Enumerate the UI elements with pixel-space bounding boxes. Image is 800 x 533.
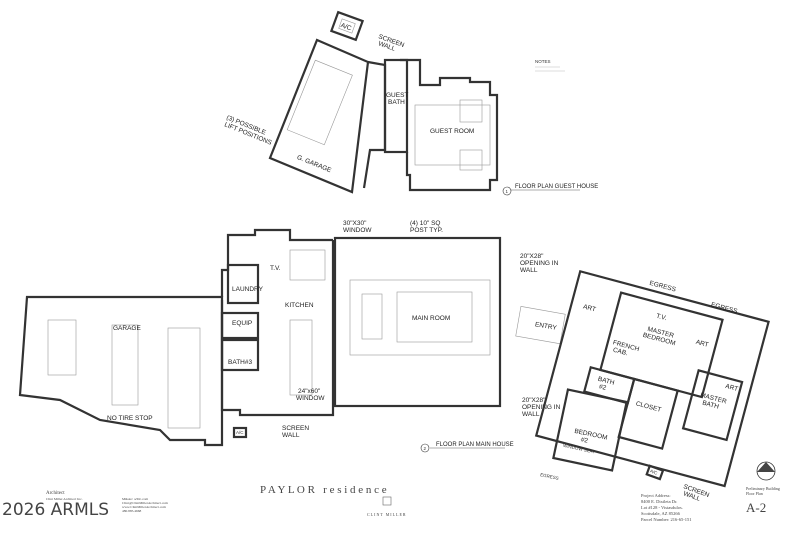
logo-icon <box>382 496 392 506</box>
main-plan-number: 2 <box>424 446 427 451</box>
project-address: 8400 E. Dixileta Dr. <box>641 499 677 504</box>
main-plan-title: FLOOR PLAN MAIN HOUSE <box>436 442 514 448</box>
title-block: P A Y L O R r e s i d e n c e Architect … <box>2 461 780 522</box>
tv2-label: T.V. <box>655 313 667 323</box>
opening-top-label: 20"X28" <box>520 253 544 260</box>
bedroom2-label: BEDROOM <box>574 428 608 442</box>
bath2-label: BATH <box>597 376 615 387</box>
closet-label: CLOSET <box>635 400 662 414</box>
car-3 <box>167 327 201 429</box>
guest-bath-label-2: BATH <box>388 99 405 106</box>
watermark: 2026 ARMLS <box>2 500 109 520</box>
main-house-plan: GARAGE NO TIRE STOP LAUNDRY EQUIP BATH#3… <box>18 220 770 503</box>
post-note-label-2: POST TYP. <box>410 227 443 234</box>
art-label-2: ART <box>695 339 709 349</box>
contact-line: M&Arc a/Mc.com <box>122 497 148 501</box>
ac2-label: A/C <box>649 468 658 476</box>
laundry-walls <box>226 263 260 305</box>
main-room-walls <box>333 236 502 408</box>
logo-text: CLINT MILLER <box>367 512 407 517</box>
sheet-title-2: Floor Plan <box>746 491 763 496</box>
project-address: Project Address: <box>641 493 671 498</box>
opening-top-label-3: WALL <box>520 267 538 274</box>
guest-plan-number: 1 <box>506 189 509 194</box>
north-arrow-fill <box>757 462 775 472</box>
opening-bottom-label-2: OPENING IN <box>522 404 561 411</box>
post-note-label: (4) 10" SQ <box>410 220 441 227</box>
garage-walls <box>18 295 224 447</box>
guest-bath-walls <box>362 60 387 189</box>
window-30-label: 30"X30" <box>343 220 367 227</box>
egress-label-3: EGRESS <box>540 472 559 481</box>
equip-label: EQUIP <box>232 320 252 327</box>
window-24-label-2: WINDOW <box>296 395 325 402</box>
egress-label-2: EGRESS <box>710 301 739 315</box>
project-address: Lot #128 - Vistasdulos. <box>641 505 683 510</box>
guest-garage-walls <box>268 38 370 194</box>
main-screen-wall-label: SCREEN <box>282 425 309 432</box>
no-tire-stop-label: NO TIRE STOP <box>107 415 153 422</box>
art-label: ART <box>582 303 596 313</box>
contact-line: 480.885.4668 <box>122 509 142 513</box>
guest-ac-enclosure <box>329 10 365 42</box>
architect-name: Clint Miller Architect Inc. <box>46 497 83 501</box>
residence-title: P A Y L O R r e s i d e n c e <box>260 484 387 496</box>
sheet-title: Preliminary Building <box>746 486 780 491</box>
art-label-3: ART <box>725 383 739 393</box>
bath3-label: BATH#3 <box>228 359 252 366</box>
french-cab-label-2: CAB. <box>612 347 629 358</box>
project-address: Parcel Number: 216-65-151 <box>641 517 692 522</box>
main-room-label: MAIN ROOM <box>412 315 450 322</box>
opening-top-label-2: OPENING IN <box>520 260 559 267</box>
notes-title: NOTES <box>535 59 551 64</box>
main-screen-wall-label-2: WALL <box>282 432 300 439</box>
guest-house-plan: A/C SCREEN WALL G. GARAGE (3) POSSIBLE L… <box>223 10 598 196</box>
guest-room-label: GUEST ROOM <box>430 128 474 135</box>
main-ac-label: A/C <box>236 430 244 435</box>
kitchen-label: KITCHEN <box>285 302 314 309</box>
entry-label: ENTRY <box>534 321 557 332</box>
tv-label: T.V. <box>270 265 281 272</box>
car-2 <box>111 324 139 406</box>
master-bath-label-2: BATH <box>701 400 719 411</box>
guest-plan-title: FLOOR PLAN GUEST HOUSE <box>515 184 598 190</box>
contact-line: Clint@ClintMillerArchitect.com <box>122 501 168 505</box>
bedroom2-label-2: #2 <box>580 436 589 444</box>
laundry-label: LAUNDRY <box>232 286 264 293</box>
master-wing: ART T.V. ART MASTER BEDROOM FRENCH CAB. … <box>534 269 770 488</box>
guest-ac-label: A/C <box>340 22 353 32</box>
car-1 <box>47 319 77 376</box>
bath2-label-2: #2 <box>598 383 607 392</box>
window-24-label: 24"x60" <box>298 388 321 395</box>
contact-line: www.ClintMillerArchitect.com <box>122 505 166 509</box>
architect-heading: Architect <box>46 491 65 496</box>
opening-bottom-label: 20"X28" <box>522 397 546 404</box>
project-address: Scottsdale, AZ 85266 <box>641 511 681 517</box>
window-30-label-2: WINDOW <box>343 227 372 234</box>
opening-bottom-label-3: WALL <box>522 411 540 418</box>
sheet-number: A-2 <box>746 500 766 515</box>
garage-label: GARAGE <box>113 325 141 332</box>
window-seat-label: WINDOW SEAT <box>563 443 596 455</box>
guest-bath-label: GUEST <box>386 92 408 99</box>
